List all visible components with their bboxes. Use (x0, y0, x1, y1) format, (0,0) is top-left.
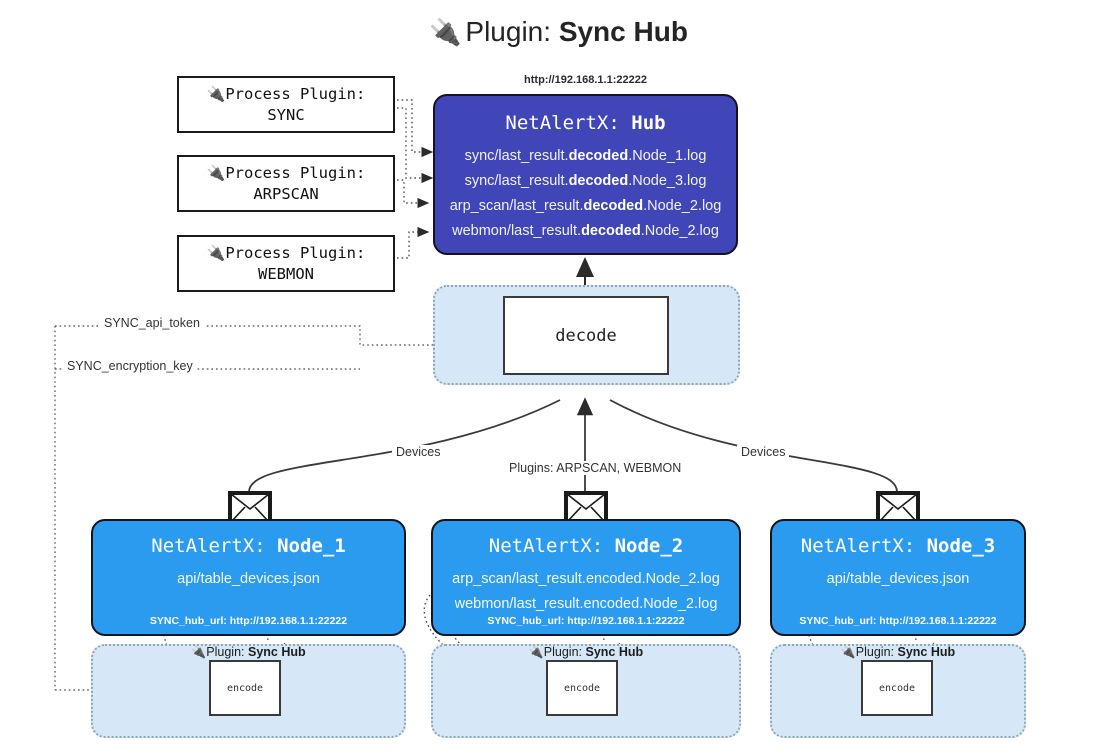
encode-box-node-2[interactable]: encode (546, 660, 618, 716)
hub-url-label: http://192.168.1.1:22222 (524, 74, 647, 86)
edge-label-devices-left: Devices (392, 445, 445, 459)
encode-box-node-1[interactable]: encode (209, 660, 281, 716)
hub-node[interactable]: NetAlertX: Hub sync/last_result.decoded.… (433, 94, 738, 255)
node-box-node-1[interactable]: NetAlertX: Node_1 api/table_devices.json… (91, 519, 406, 636)
hub-log-line: arp_scan/last_result.decoded.Node_2.log (449, 198, 722, 214)
node-footer: SYNC_hub_url: http://192.168.1.1:22222 (149, 615, 348, 627)
process-plugin-sync[interactable]: 🔌Process Plugin: SYNC (177, 76, 395, 133)
hub-title: NetAlertX: Hub (435, 112, 736, 134)
hub-log-line: webmon/last_result.decoded.Node_2.log (452, 223, 719, 239)
electric-plug-icon: 🔌 (528, 645, 544, 659)
electric-plug-icon: 🔌 (191, 645, 207, 659)
page-title: 🔌Plugin: Sync Hub (0, 16, 1117, 48)
proc-value: WEBMON (258, 264, 314, 283)
proc-label: Process Plugin: (225, 163, 366, 182)
electric-plug-icon: 🔌 (206, 84, 226, 103)
node-line: api/table_devices.json (826, 571, 970, 587)
proc-label: Process Plugin: (225, 84, 366, 103)
electric-plug-icon: 🔌 (840, 645, 856, 659)
hub-log-list: sync/last_result.decoded.Node_1.log sync… (435, 144, 736, 244)
decode-box[interactable]: decode (503, 296, 669, 375)
electric-plug-icon: 🔌 (206, 243, 226, 262)
node-box-node-2[interactable]: NetAlertX: Node_2 arp_scan/last_result.e… (431, 519, 741, 636)
process-plugin-arpscan[interactable]: 🔌Process Plugin: ARPSCAN (177, 155, 395, 212)
node-line-list: arp_scan/last_result.encoded.Node_2.log … (433, 567, 739, 617)
sync-api-token-label: SYNC_api_token (100, 316, 204, 330)
process-plugin-webmon[interactable]: 🔌Process Plugin: WEBMON (177, 235, 395, 292)
proc-value: ARPSCAN (253, 184, 319, 203)
page-title-prefix: Plugin: (465, 16, 552, 47)
node-box-node-3[interactable]: NetAlertX: Node_3 api/table_devices.json… (770, 519, 1026, 636)
electric-plug-icon: 🔌 (206, 163, 226, 182)
node-line-list: api/table_devices.json (772, 567, 1024, 592)
node-line: api/table_devices.json (177, 571, 320, 587)
edge-label-devices-right: Devices (737, 445, 790, 459)
proc-value: SYNC (267, 105, 305, 124)
hub-title-name: Hub (631, 112, 666, 134)
node-line: arp_scan/last_result.encoded.Node_2.log (452, 571, 720, 587)
hub-log-line: sync/last_result.decoded.Node_1.log (464, 148, 707, 164)
node-title: NetAlertX: Node_2 (488, 535, 684, 557)
sync-encryption-key-label: SYNC_encryption_key (63, 359, 197, 373)
sync-hub-subgraph-label: 🔌Plugin: Sync Hub (840, 645, 956, 659)
node-title: NetAlertX: Node_3 (800, 535, 996, 557)
encode-box-node-3[interactable]: encode (861, 660, 933, 716)
node-footer: SYNC_hub_url: http://192.168.1.1:22222 (799, 615, 997, 627)
edge-label-plugins: Plugins: ARPSCAN, WEBMON (505, 461, 686, 475)
node-footer: SYNC_hub_url: http://192.168.1.1:22222 (487, 615, 685, 627)
sync-hub-subgraph-label: 🔌Plugin: Sync Hub (191, 645, 306, 659)
node-line-list: api/table_devices.json (93, 567, 404, 592)
sync-hub-subgraph-label: 🔌Plugin: Sync Hub (528, 645, 644, 659)
page-title-name: Sync Hub (558, 16, 688, 47)
hub-log-line: sync/last_result.decoded.Node_3.log (464, 173, 707, 189)
node-line: webmon/last_result.encoded.Node_2.log (454, 596, 718, 612)
node-title: NetAlertX: Node_1 (151, 535, 346, 557)
proc-label: Process Plugin: (225, 243, 366, 262)
hub-title-prefix: NetAlertX: (505, 112, 620, 134)
electric-plug-icon: 🔌 (429, 17, 462, 47)
